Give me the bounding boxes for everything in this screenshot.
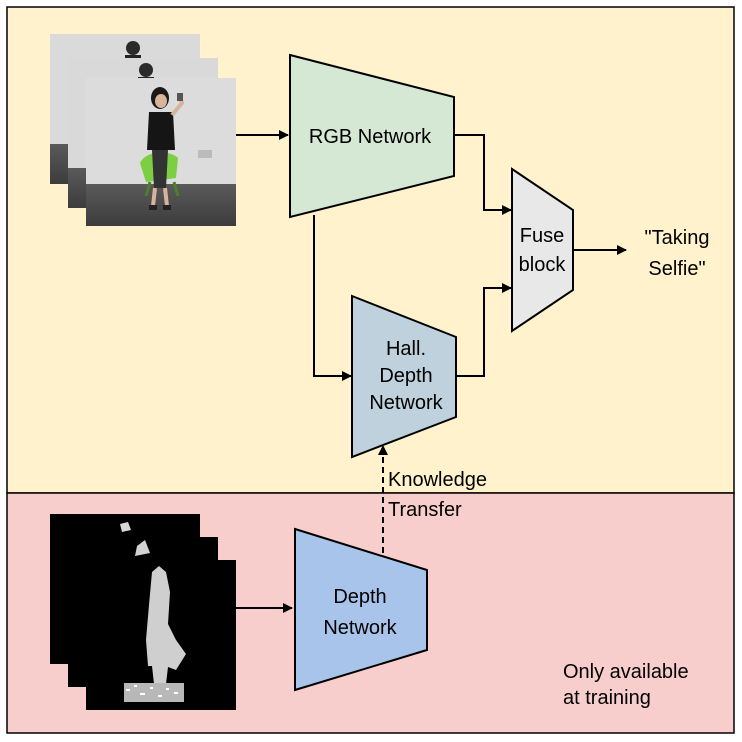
fuse-block-shape <box>511 167 574 333</box>
fuse-block-label-line-2: block <box>519 254 567 276</box>
edge-rgb-to-hall-depth <box>313 215 352 381</box>
depth-network-label-line-2: Network <box>323 617 397 639</box>
depth-frame-front <box>86 560 236 710</box>
knowledge-transfer-label-line-1: Knowledge <box>388 469 487 491</box>
rgb-frame-front <box>86 78 236 226</box>
rgb-network-node: RGB Network <box>289 53 455 219</box>
rgb-frame-stack <box>50 34 236 226</box>
hall-depth-network-label-line-1: Hall. <box>386 338 426 360</box>
depth-network-label-line-1: Depth <box>333 586 386 608</box>
depth-network-shape <box>294 527 428 692</box>
rgb-network-shape <box>289 53 455 219</box>
edge-rgb-to-fuse <box>454 134 512 215</box>
knowledge-transfer-label-line-2: Transfer <box>388 499 462 521</box>
output-label-line-1: "Taking <box>645 227 710 249</box>
training-note-line-1: Only available <box>563 661 689 683</box>
fuse-block-node: Fuse block <box>511 167 574 333</box>
fuse-block-label-line-1: Fuse <box>520 225 564 247</box>
depth-frame-stack <box>50 514 236 710</box>
hall-depth-network-node: Hall. Depth Network <box>351 294 457 459</box>
hall-depth-network-label-line-3: Network <box>369 392 443 414</box>
depth-network-node: Depth Network <box>294 527 428 692</box>
training-note-line-2: at training <box>563 687 651 709</box>
rgb-network-label: RGB Network <box>309 126 432 148</box>
output-label-line-2: Selfie" <box>648 258 705 280</box>
hall-depth-network-shape <box>351 294 457 459</box>
edge-hall-depth-to-fuse <box>456 283 512 377</box>
hall-depth-network-label-line-2: Depth <box>379 365 432 387</box>
